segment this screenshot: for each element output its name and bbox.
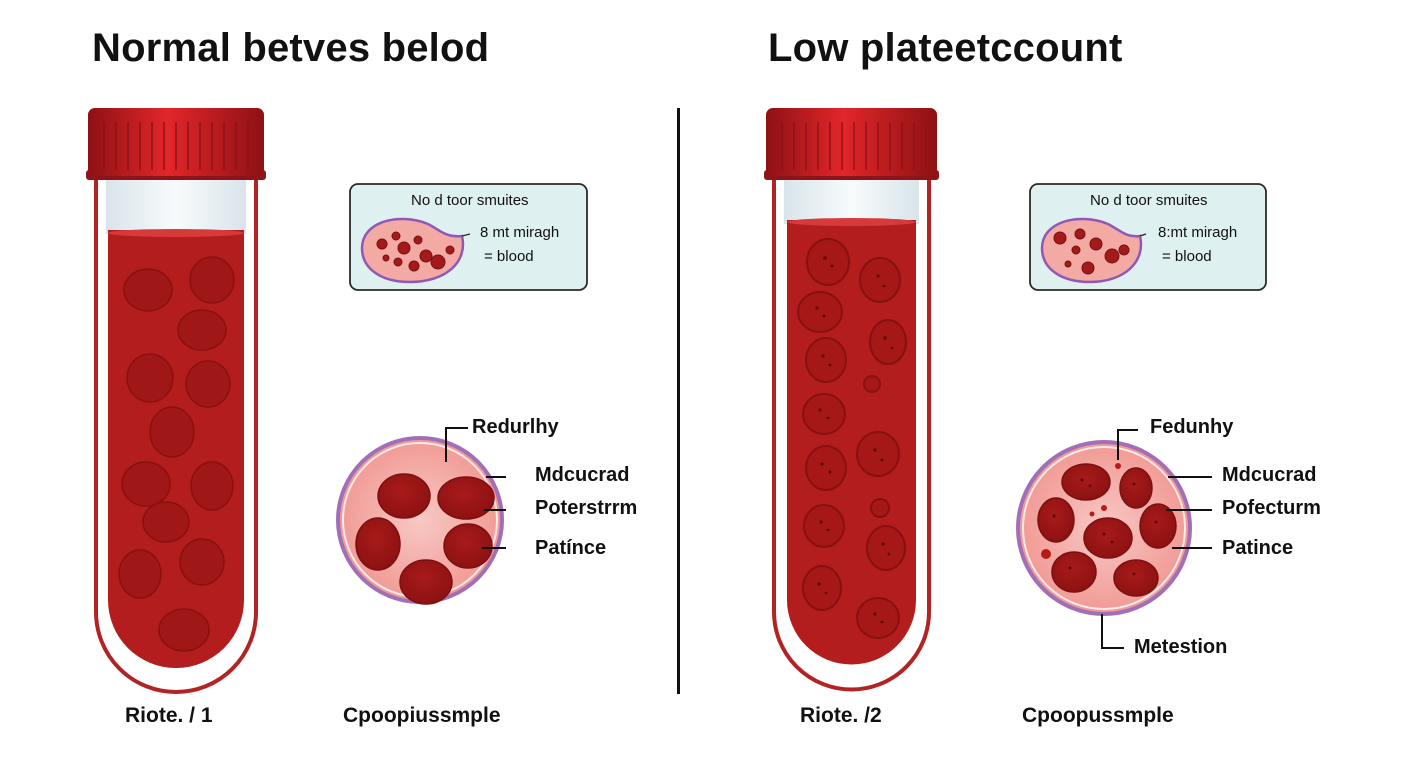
- inset-right-line1: 8:mt miragh: [1158, 224, 1238, 241]
- inset-left-line1: 8 mt miragh: [480, 224, 560, 241]
- label-right-5: Metestion: [1134, 636, 1228, 658]
- blood-tube-left: [86, 108, 266, 694]
- inset-right-line2: = blood: [1162, 248, 1212, 265]
- label-left-1: Redurlhy: [472, 416, 559, 438]
- inset-left-title: No d toor smuites: [411, 192, 529, 209]
- inset-right-title: No d toor smuites: [1090, 192, 1208, 209]
- leader-lines-right: [1101, 429, 1212, 649]
- inset-left-line2: = blood: [484, 248, 534, 265]
- label-right-1: Fedunhy: [1150, 416, 1234, 438]
- panel-left-title: Normal betves belod: [92, 26, 490, 70]
- blood-smear-left: [336, 436, 504, 605]
- label-left-2: Mdcucrad: [535, 464, 630, 486]
- label-right-3: Pofecturm: [1222, 497, 1321, 519]
- inset-box-right: [1029, 183, 1267, 291]
- panel-divider: [677, 108, 680, 694]
- label-right-2: Mdcucrad: [1222, 464, 1317, 486]
- sample-caption-left: Cpoopiussmple: [343, 704, 501, 727]
- label-left-3: Poterstrrm: [535, 497, 638, 519]
- leader-lines-left: [445, 427, 506, 549]
- label-left-4: Patínce: [535, 537, 607, 559]
- blood-tube-right: [764, 108, 939, 692]
- sample-caption-right: Cpoopussmple: [1022, 704, 1174, 727]
- label-right-4: Patince: [1222, 537, 1294, 559]
- panel-right-title: Low plateetccount: [768, 26, 1123, 70]
- blood-smear-right: [1016, 440, 1192, 616]
- inset-box-left: [349, 183, 588, 291]
- tube-caption-left: Riote. / 1: [125, 704, 213, 727]
- tube-caption-right: Riote. /2: [800, 704, 882, 727]
